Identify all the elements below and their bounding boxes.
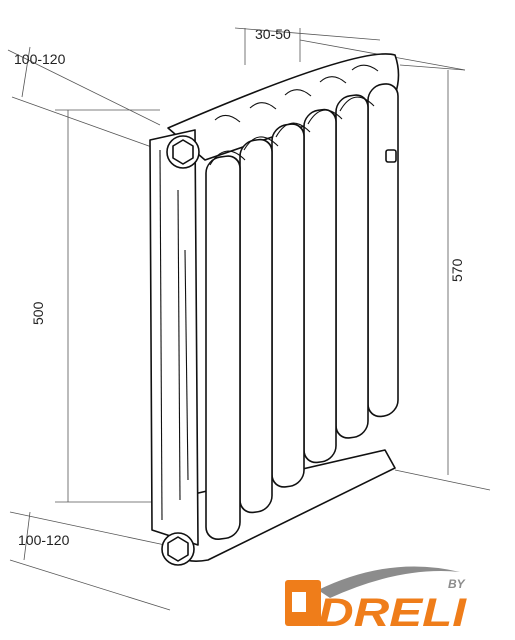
radiator-fin [205,155,241,541]
top-depth-label: 100-120 [14,51,66,67]
logo-superscript: BY [448,577,466,591]
radiator-fin [367,83,399,418]
center-distance-label: 500 [30,301,46,325]
fin-top-curls [209,96,375,166]
radiator-fins [205,83,399,541]
logo-wordmark: DRELI [318,591,467,635]
side-panel [149,129,199,546]
radiator-fin [303,108,337,464]
radiator-fin [271,123,305,488]
dreli-logo: DRELI BY [285,566,467,635]
radiator-fin [239,138,273,514]
bottom-plug [161,532,195,566]
top-collector [167,53,400,161]
logo-swoosh [318,566,460,598]
wall-gap-label: 30-50 [255,26,291,42]
brand-badge [385,149,397,163]
radiator [149,53,400,566]
total-height-label: 570 [449,258,465,282]
top-plug [166,135,200,169]
radiator-fin [335,94,369,439]
bottom-depth-label: 100-120 [18,532,70,548]
